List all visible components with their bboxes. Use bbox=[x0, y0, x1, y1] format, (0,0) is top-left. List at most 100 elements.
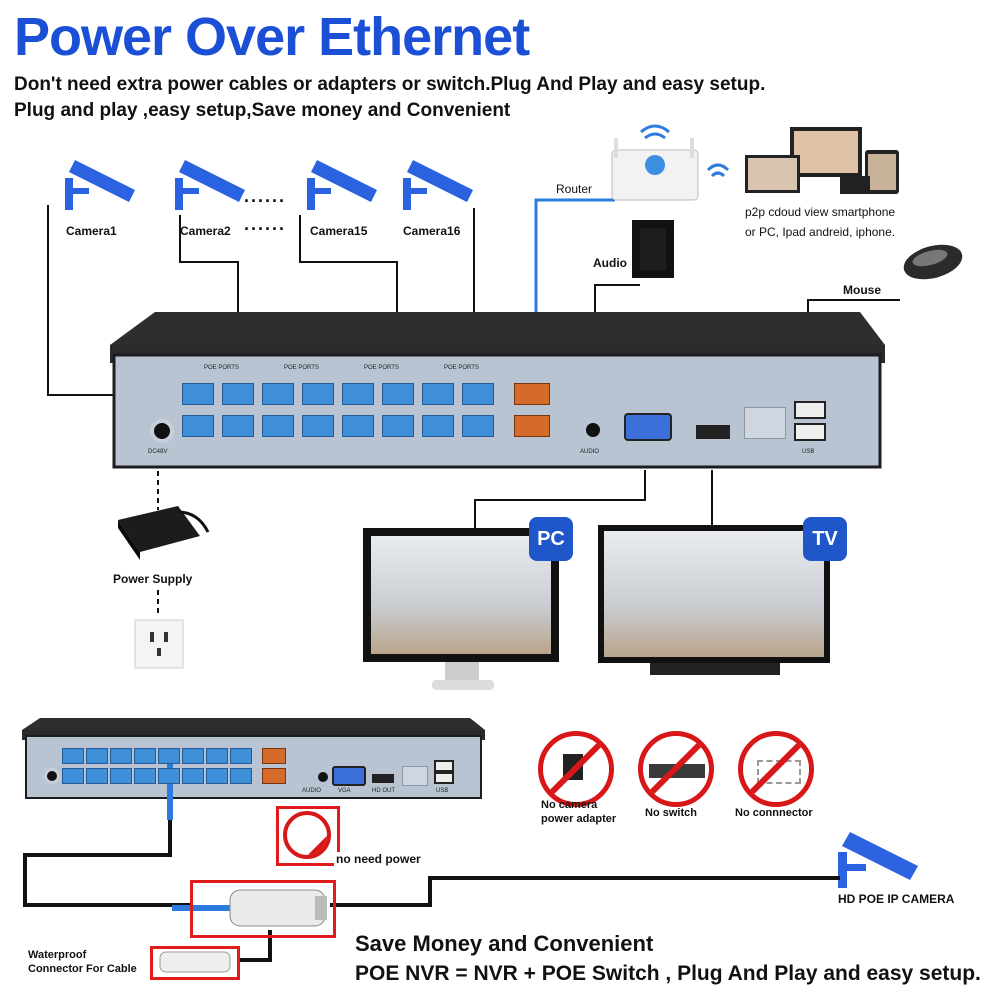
p2p-line-2: or PC, Ipad andreid, iphone. bbox=[745, 225, 896, 239]
poe-port bbox=[62, 748, 84, 764]
bottom-cable-left bbox=[23, 795, 190, 907]
usb-port bbox=[434, 760, 454, 772]
no-connector-icon bbox=[738, 731, 814, 807]
no-switch-label: No switch bbox=[645, 807, 697, 819]
camera2-cable bbox=[179, 215, 239, 345]
cable-connector-graphic bbox=[229, 889, 327, 927]
nvr-main-front: POE PORTS POE PORTS POE PORTS POE PORTS … bbox=[114, 355, 880, 467]
wall-socket-graphic bbox=[134, 619, 184, 669]
nvr-bottom-front: AUDIO VGA HD OUT USB bbox=[26, 736, 481, 798]
power-supply-label: Power Supply bbox=[113, 572, 193, 586]
bottom-cable-right bbox=[330, 876, 840, 907]
mouse-graphic bbox=[903, 244, 963, 280]
camera2-label: Camera2 bbox=[180, 224, 231, 238]
devices-graphic bbox=[745, 127, 899, 194]
poe-ports-label-4: POE PORTS bbox=[444, 365, 479, 371]
poe-port bbox=[342, 383, 374, 405]
lan-port bbox=[262, 768, 286, 784]
tv-screen bbox=[598, 525, 830, 663]
dc-power-jack bbox=[150, 419, 174, 443]
router-cable bbox=[534, 198, 615, 320]
poe-port bbox=[302, 383, 334, 405]
camera1-label: Camera1 bbox=[66, 224, 117, 238]
no-power-icon bbox=[283, 811, 331, 859]
vga-port bbox=[332, 766, 366, 786]
no-adapter-icon bbox=[538, 731, 614, 807]
audio-label: Audio bbox=[593, 256, 627, 270]
hdout-label: HD OUT bbox=[372, 788, 395, 794]
audio-jack bbox=[318, 772, 328, 782]
connector-highlight-box bbox=[190, 880, 336, 938]
lan-port bbox=[262, 748, 286, 764]
poe-port bbox=[158, 768, 180, 784]
poe-port bbox=[182, 383, 214, 405]
no-switch-icon bbox=[638, 731, 714, 807]
page-title: Power Over Ethernet bbox=[14, 7, 530, 67]
camera16-label: Camera16 bbox=[403, 224, 461, 238]
poe-port bbox=[382, 383, 414, 405]
poe-port bbox=[462, 383, 494, 405]
poe-ports-label-3: POE PORTS bbox=[364, 365, 399, 371]
vga-cable bbox=[474, 470, 646, 530]
no-adapter-line-1: No camera bbox=[541, 799, 598, 811]
pc-base bbox=[432, 680, 494, 690]
no-connector-label: No connnector bbox=[735, 807, 813, 819]
hdmi-port bbox=[696, 425, 730, 439]
adapter-glyph bbox=[563, 754, 583, 780]
poe-port bbox=[182, 768, 204, 784]
poe-port bbox=[86, 748, 108, 764]
blank-panel bbox=[402, 766, 428, 786]
camera-icons bbox=[65, 160, 918, 888]
poe-port bbox=[262, 383, 294, 405]
tv-screen-image bbox=[604, 531, 824, 657]
audio-port-label: AUDIO bbox=[580, 449, 600, 455]
usb-port bbox=[794, 423, 826, 441]
pc-monitor bbox=[363, 528, 559, 662]
waterproof-line-1: Waterproof bbox=[28, 949, 87, 961]
poe-port bbox=[462, 415, 494, 437]
poe-port bbox=[182, 748, 204, 764]
connector-glyph bbox=[757, 760, 801, 784]
usb-label: USB bbox=[436, 788, 449, 794]
lan-port bbox=[514, 383, 550, 405]
router-label: Router bbox=[556, 182, 593, 196]
blank-panel bbox=[744, 407, 786, 439]
poe-port bbox=[158, 748, 180, 764]
poe-port bbox=[382, 415, 414, 437]
usb-port bbox=[794, 401, 826, 419]
waterproof-highlight-box bbox=[150, 946, 240, 980]
p2p-line-1: p2p cdoud view smartphone bbox=[745, 205, 896, 219]
dc-power-jack bbox=[44, 768, 60, 784]
poe-port bbox=[86, 768, 108, 784]
subtitle-line-2: Plug and play ,easy setup,Save money and… bbox=[14, 100, 511, 121]
power-adapter-graphic bbox=[118, 506, 210, 560]
pc-stand bbox=[445, 662, 479, 680]
camera-dots-lower: ...... bbox=[244, 214, 287, 234]
poe-port bbox=[302, 415, 334, 437]
poe-port bbox=[206, 748, 228, 764]
lan-port bbox=[514, 415, 550, 437]
bottom-equation: POE NVR = NVR + POE Switch , Plug And Pl… bbox=[355, 962, 981, 985]
vga-port-label: VGA bbox=[338, 788, 351, 794]
bottom-heading: Save Money and Convenient bbox=[355, 931, 654, 956]
switch-glyph bbox=[649, 764, 705, 778]
hd-poe-camera-label: HD POE IP CAMERA bbox=[838, 892, 955, 906]
camera-dots-upper: ...... bbox=[244, 186, 287, 206]
no-need-power-label: no need power bbox=[334, 852, 423, 866]
waterproof-line-2: Connector For Cable bbox=[28, 963, 137, 975]
tv-stand bbox=[650, 663, 780, 675]
audio-port-label: AUDIO bbox=[302, 788, 322, 794]
poe-port bbox=[230, 748, 252, 764]
poe-port bbox=[222, 415, 254, 437]
poe-port bbox=[422, 383, 454, 405]
pc-badge: PC bbox=[529, 517, 573, 561]
poe-port bbox=[230, 768, 252, 784]
poe-port bbox=[134, 748, 156, 764]
dc-label: DC48V bbox=[148, 449, 168, 455]
poe-port bbox=[342, 415, 374, 437]
router-graphic bbox=[611, 124, 730, 201]
pc-screen-image bbox=[371, 536, 551, 654]
usb-port bbox=[434, 772, 454, 784]
subtitle-line-1: Don't need extra power cables or adapter… bbox=[14, 74, 766, 95]
